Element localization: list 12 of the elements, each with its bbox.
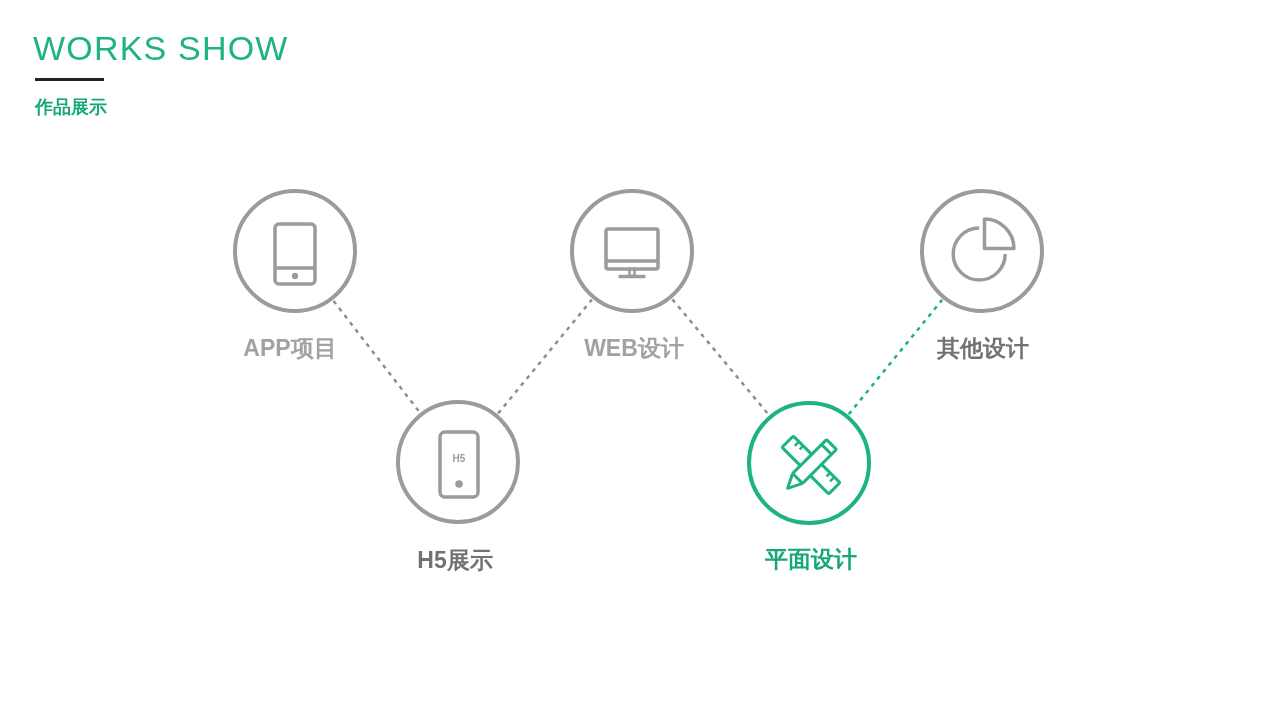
- node-label: WEB设计: [584, 334, 684, 362]
- dashed-connector: [497, 298, 593, 415]
- dashed-connector: [671, 298, 770, 416]
- node-label: APP项目: [243, 334, 337, 362]
- node-label: 平面设计: [765, 545, 857, 573]
- node-label: H5展示: [417, 546, 493, 574]
- node-label: 其他设计: [937, 334, 1029, 362]
- dashed-connector: [332, 300, 421, 413]
- title: WORKS SHOW: [33, 31, 289, 65]
- dashed-connector: [847, 299, 944, 415]
- subtitle: 作品展示: [35, 97, 107, 118]
- icon-label: H5: [452, 452, 466, 464]
